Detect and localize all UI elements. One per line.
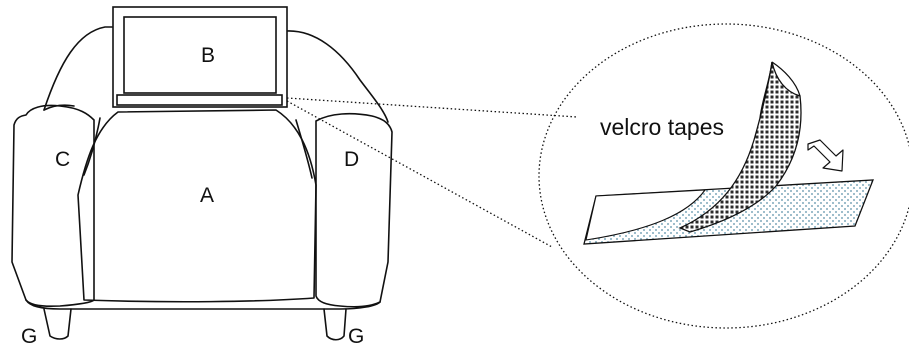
separation-arrow bbox=[807, 139, 844, 172]
label-C: C bbox=[55, 148, 70, 171]
hook-tape bbox=[678, 61, 802, 233]
callout-label: velcro tapes bbox=[600, 114, 724, 140]
right-leg bbox=[323, 308, 347, 341]
tablet-frame bbox=[112, 6, 288, 108]
velcro-callout bbox=[538, 23, 909, 329]
label-A: A bbox=[200, 184, 214, 207]
callout-leader-lines bbox=[286, 97, 578, 248]
tablet-device bbox=[112, 6, 288, 108]
label-D: D bbox=[344, 148, 359, 171]
label-G-left: G bbox=[21, 325, 37, 348]
label-B: B bbox=[201, 44, 215, 67]
left-arm bbox=[11, 104, 95, 308]
seat-cushion bbox=[77, 109, 317, 303]
armchair bbox=[11, 26, 393, 341]
chair-back bbox=[43, 26, 389, 123]
right-arm bbox=[315, 112, 393, 308]
label-G-right: G bbox=[348, 325, 364, 348]
tablet-base-strip bbox=[116, 94, 283, 106]
callout-ellipse bbox=[538, 23, 909, 329]
tablet-screen bbox=[123, 16, 277, 94]
left-leg bbox=[43, 308, 72, 340]
